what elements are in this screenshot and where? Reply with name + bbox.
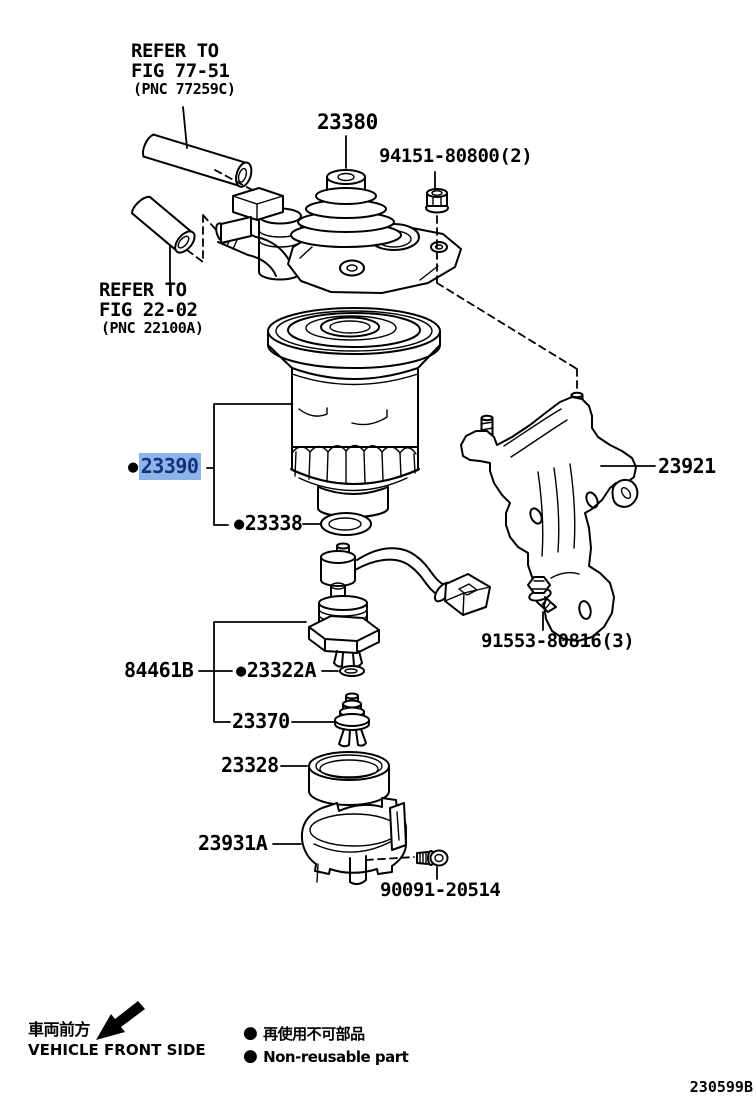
legend-row-jp: ● 再使用不可部品 <box>243 1023 365 1043</box>
non-reusable-bullet: ● <box>128 457 138 477</box>
part-label-23370[interactable]: 23370 <box>232 709 290 733</box>
refer-note-fig-77-51[interactable]: REFER TO FIG 77-51 (PNC 77259C) <box>131 40 236 98</box>
part-drawing-84461B <box>198 542 491 723</box>
non-reusable-legend: ● 再使用不可部品 ● Non-reusable part <box>243 1022 409 1067</box>
non-reusable-bullet: ● <box>234 514 244 534</box>
part-label-23931A[interactable]: 23931A <box>198 831 268 855</box>
part-drawing-90091 <box>416 849 449 880</box>
drawing-code: 230599B <box>689 1078 753 1096</box>
part-label-94151-80800[interactable]: 94151-80800(2) <box>379 145 533 167</box>
part-label-23328[interactable]: 23328 <box>221 753 279 777</box>
vehicle-front-en: VEHICLE FRONT SIDE <box>28 1040 206 1059</box>
part-label-23380[interactable]: 23380 <box>317 110 378 134</box>
part-label-23322A[interactable]: ●23322A <box>236 658 317 682</box>
refer-note-fig-22-02[interactable]: REFER TO FIG 22-02 (PNC 22100A) <box>99 279 204 337</box>
part-label-84461B[interactable]: 84461B <box>124 658 194 682</box>
pipe-fig-22-02-drawing <box>130 195 196 284</box>
vehicle-front-jp: 車両前方 <box>28 1020 91 1039</box>
part-drawing-23921 <box>460 391 656 642</box>
part-drawing-23328 <box>280 751 390 806</box>
vehicle-front-note: 車両前方 VEHICLE FRONT SIDE <box>28 1020 206 1060</box>
part-drawing-91553 <box>527 576 557 631</box>
non-reusable-bullet: ● <box>236 661 246 681</box>
legend-row-en: ● Non-reusable part <box>243 1045 409 1066</box>
part-label-23390[interactable]: ●23390 <box>128 453 202 480</box>
part-label-23338[interactable]: ●23338 <box>234 511 303 535</box>
non-reusable-bullet: ● <box>243 1045 258 1066</box>
part-label-90091-20514[interactable]: 90091-20514 <box>380 879 501 901</box>
highlighted-part-number: 23390 <box>138 453 202 480</box>
part-drawing-23338 <box>302 512 372 536</box>
part-drawing-94151 <box>425 171 449 214</box>
part-drawing-23380 <box>215 135 462 294</box>
assembly-dashed-lines <box>186 169 578 861</box>
non-reusable-bullet: ● <box>243 1023 258 1043</box>
part-drawing-23931A <box>272 797 407 886</box>
part-drawing-23322A <box>321 665 365 677</box>
vehicle-front-arrow-icon <box>96 1001 145 1040</box>
part-label-23921[interactable]: 23921 <box>658 454 716 478</box>
part-label-91553-80816[interactable]: 91553-80816(3) <box>481 630 635 652</box>
pipe-fig-77-51-drawing <box>142 106 253 188</box>
part-drawing-23370 <box>291 692 370 748</box>
part-drawing-23390 <box>206 307 441 526</box>
